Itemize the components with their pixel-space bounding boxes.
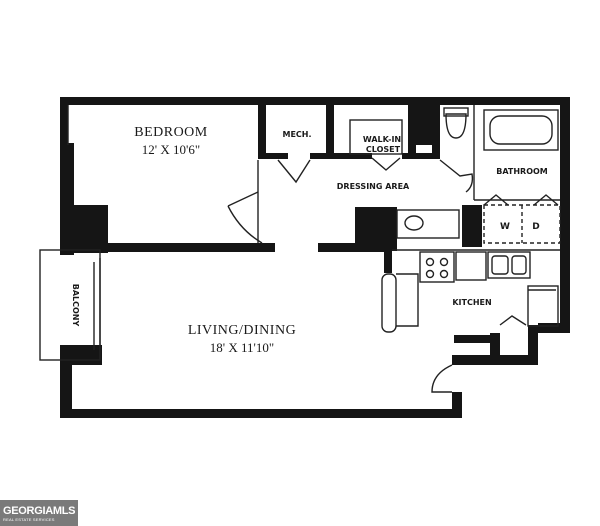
fixtures <box>39 105 561 393</box>
mech-label: MECH. <box>282 130 311 139</box>
watermark-logo: GEORGIAMLS REAL ESTATE SERVICES <box>0 500 78 526</box>
bedroom-label: BEDROOM <box>134 125 208 140</box>
watermark-sub: REAL ESTATE SERVICES <box>3 516 55 522</box>
exterior-walls <box>60 97 570 418</box>
bathroom-label: BATHROOM <box>496 167 548 176</box>
walk-in-closet-label-1: WALK-IN <box>363 135 401 144</box>
balcony-label: BALCONY <box>71 284 80 327</box>
dryer-label: D <box>532 222 539 232</box>
interior-walls <box>100 97 494 343</box>
bedroom-size: 12' X 10'6" <box>142 142 200 157</box>
watermark-main: GEORGIAMLS <box>3 504 76 517</box>
kitchen-label: KITCHEN <box>452 298 491 307</box>
room-labels: BEDROOM 12' X 10'6" MECH. WALK-IN CLOSET… <box>71 125 548 355</box>
washer-label: W <box>500 222 510 232</box>
walk-in-closet-label-2: CLOSET <box>366 145 401 154</box>
living-dining-label: LIVING/DINING <box>188 323 296 338</box>
living-dining-size: 18' X 11'10" <box>210 340 274 355</box>
dressing-area-label: DRESSING AREA <box>337 182 410 191</box>
